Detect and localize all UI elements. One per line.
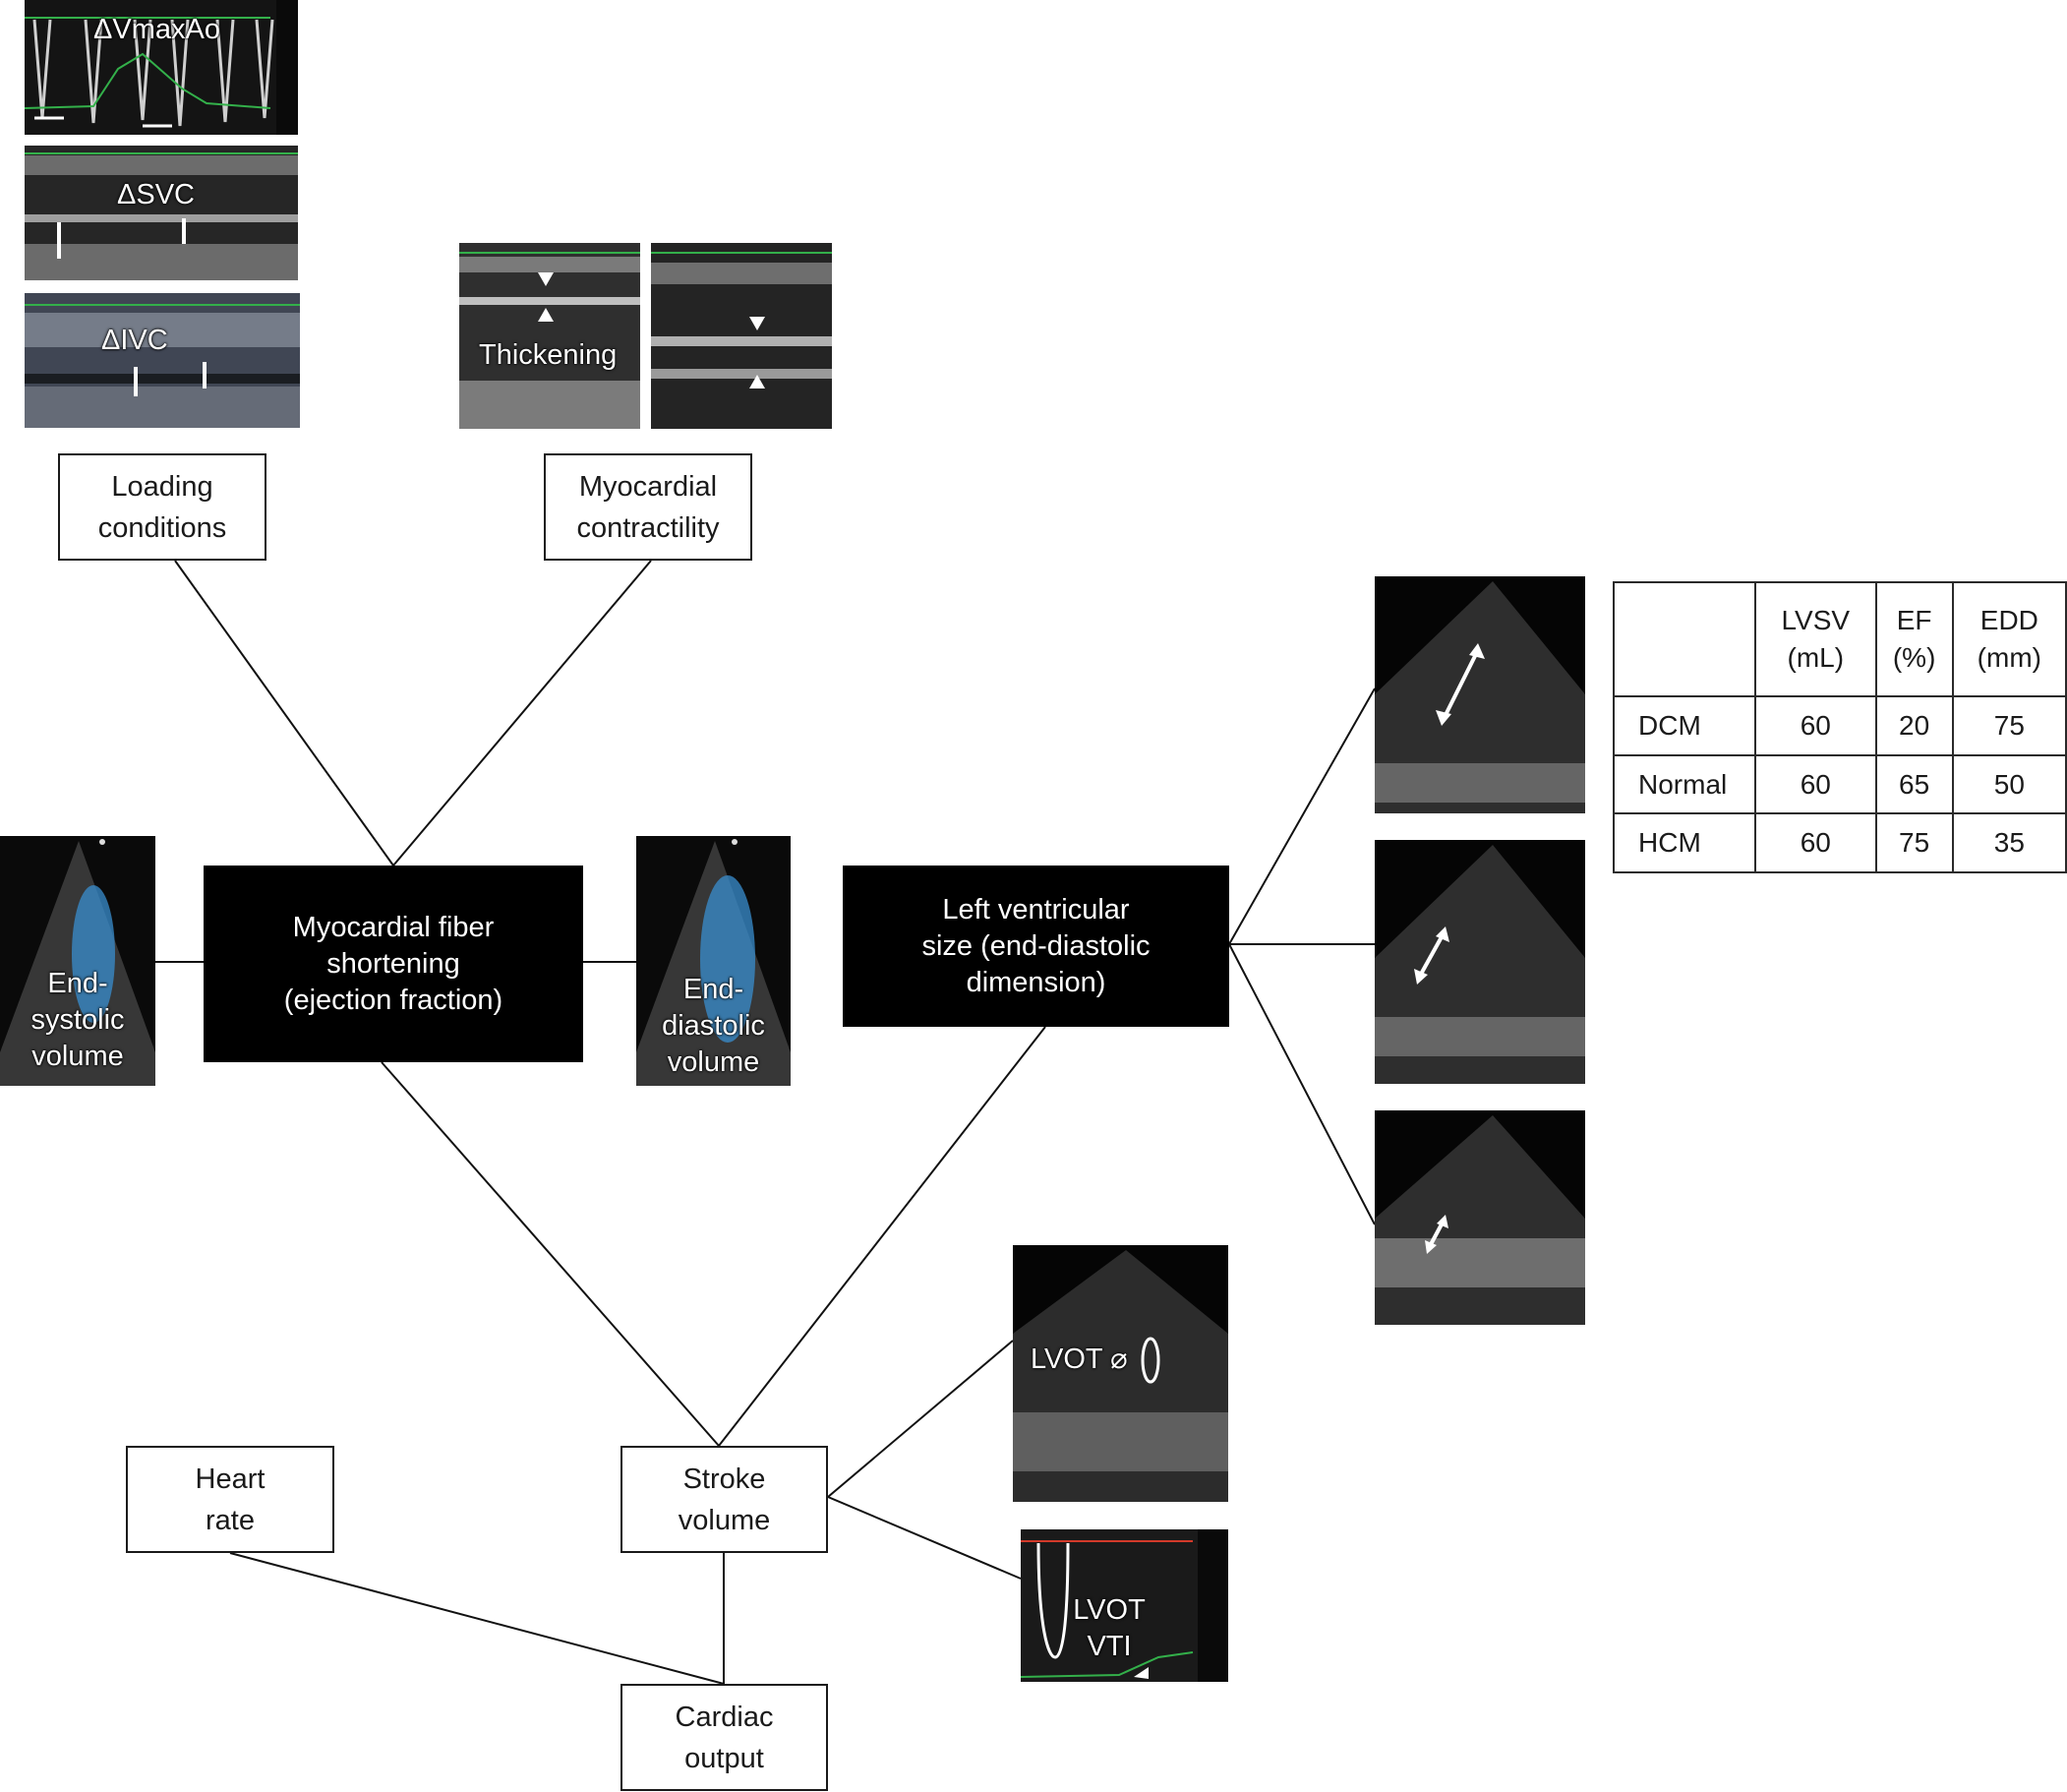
edv-line-1: End- bbox=[682, 974, 744, 1005]
myocardial-contractility-box: Myocardial contractility bbox=[544, 453, 752, 561]
lv-echo-image-dcm bbox=[1375, 576, 1585, 813]
fiber-line-1: Myocardial fiber bbox=[292, 911, 495, 943]
svc-mmode-image: ΔSVC bbox=[25, 146, 298, 280]
table-cell: 60 bbox=[1754, 695, 1877, 756]
table-corner-cell bbox=[1613, 580, 1756, 698]
table-row: HCM 60 75 35 bbox=[1613, 812, 2067, 873]
myocardial-contractility-line-1: Myocardial bbox=[578, 470, 718, 503]
row-label-hcm: HCM bbox=[1613, 812, 1756, 873]
table-row: Normal 60 65 50 bbox=[1613, 753, 2067, 815]
cardiac-output-line-1: Cardiac bbox=[675, 1701, 774, 1733]
cardiac-output-line-2: output bbox=[684, 1742, 764, 1774]
table-header-edd: EDD (mm) bbox=[1951, 580, 2067, 698]
table-cell: 60 bbox=[1754, 812, 1877, 873]
row-label-normal: Normal bbox=[1613, 753, 1756, 815]
lvot-vti-doppler-image: LVOT VTI bbox=[1021, 1529, 1228, 1682]
table-header-lvsv: LVSV (mL) bbox=[1754, 580, 1877, 698]
table-cell: 20 bbox=[1874, 695, 1954, 756]
ef-header-line-1: EF bbox=[1896, 605, 1932, 636]
esv-line-1: End- bbox=[47, 968, 108, 999]
ef-header-line-2: (%) bbox=[1892, 642, 1936, 674]
lvsv-header-line-2: (mL) bbox=[1787, 642, 1845, 674]
heart-rate-line-1: Heart bbox=[195, 1463, 266, 1495]
stroke-volume-box: Stroke volume bbox=[620, 1446, 828, 1553]
esv-line-2: systolic bbox=[30, 1004, 125, 1036]
ivc-label: ΔIVC bbox=[101, 325, 168, 356]
lvot-vti-line-1: LVOT bbox=[1073, 1594, 1146, 1626]
fiber-line-3: (ejection fraction) bbox=[283, 984, 503, 1016]
heart-rate-box: Heart rate bbox=[126, 1446, 334, 1553]
left-ventricular-size-box: Left ventricular size (end-diastolic dim… bbox=[843, 866, 1229, 1027]
stroke-volume-line-1: Stroke bbox=[682, 1463, 766, 1495]
edd-header-line-2: (mm) bbox=[1977, 642, 2041, 674]
fiber-line-2: shortening bbox=[326, 947, 460, 980]
thickening-mmode-image-1: Thickening bbox=[459, 243, 640, 429]
thickening-mmode-image-2 bbox=[651, 243, 832, 429]
vmaxao-doppler-image: ΔVmaxAo bbox=[25, 0, 298, 135]
table-header-ef: EF (%) bbox=[1874, 580, 1954, 698]
loading-conditions-line-2: conditions bbox=[97, 511, 227, 544]
thickening-label: Thickening bbox=[479, 339, 618, 371]
lv-echo-image-normal bbox=[1375, 840, 1585, 1084]
table-cell: 65 bbox=[1874, 753, 1954, 815]
table-cell: 50 bbox=[1951, 753, 2067, 815]
end-systolic-volume-image: End- systolic volume bbox=[0, 836, 155, 1086]
table-cell: 60 bbox=[1754, 753, 1877, 815]
lv-size-line-1: Left ventricular bbox=[942, 893, 1130, 926]
table-header-row: LVSV (mL) EF (%) EDD (mm) bbox=[1613, 580, 2067, 698]
table-cell: 75 bbox=[1874, 812, 1954, 873]
table-cell: 35 bbox=[1951, 812, 2067, 873]
heart-rate-line-2: rate bbox=[206, 1504, 255, 1536]
stroke-volume-line-2: volume bbox=[678, 1504, 771, 1536]
lv-echo-image-hcm bbox=[1375, 1110, 1585, 1325]
lv-size-line-2: size (end-diastolic bbox=[921, 929, 1151, 962]
lv-size-line-3: dimension) bbox=[966, 966, 1106, 998]
lvot-diameter-image: LVOT ⌀ bbox=[1013, 1245, 1228, 1502]
loading-conditions-line-1: Loading bbox=[111, 470, 213, 503]
lvsv-header-line-1: LVSV bbox=[1781, 605, 1851, 636]
myocardial-contractility-line-2: contractility bbox=[576, 511, 720, 544]
myocardial-fiber-shortening-box: Myocardial fiber shortening (ejection fr… bbox=[204, 866, 583, 1062]
ivc-mmode-image: ΔIVC bbox=[25, 293, 300, 428]
edv-line-2: diastolic bbox=[662, 1010, 765, 1042]
row-label-dcm: DCM bbox=[1613, 695, 1756, 756]
lvot-vti-line-2: VTI bbox=[1087, 1631, 1132, 1662]
loading-conditions-box: Loading conditions bbox=[58, 453, 266, 561]
cardiac-output-box: Cardiac output bbox=[620, 1684, 828, 1791]
lv-comparison-table: LVSV (mL) EF (%) EDD (mm) DCM 60 20 75 Norm… bbox=[1613, 580, 2067, 873]
end-diastolic-volume-image: End- diastolic volume bbox=[636, 836, 791, 1086]
table-row: DCM 60 20 75 bbox=[1613, 695, 2067, 756]
svc-label: ΔSVC bbox=[117, 179, 195, 210]
edd-header-line-1: EDD bbox=[1979, 605, 2038, 636]
edv-line-3: volume bbox=[667, 1046, 760, 1078]
esv-line-3: volume bbox=[31, 1041, 124, 1072]
lvot-diameter-label: LVOT ⌀ bbox=[1031, 1344, 1128, 1375]
vmaxao-label: ΔVmaxAo bbox=[93, 14, 220, 45]
table-cell: 75 bbox=[1951, 695, 2067, 756]
